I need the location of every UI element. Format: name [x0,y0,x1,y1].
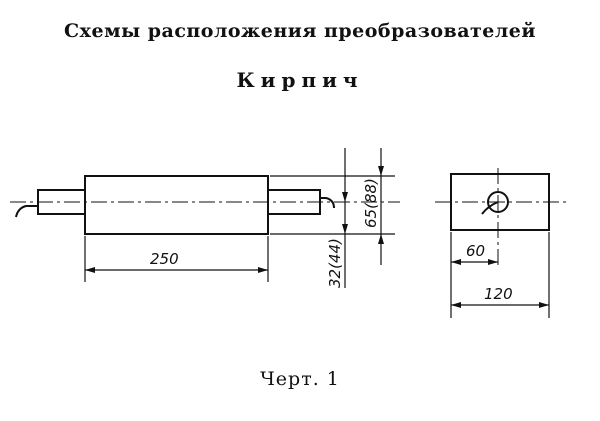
end-cable [481,201,499,215]
right-cable [320,197,335,209]
left-cable [15,205,38,218]
center-label: 60 [466,242,485,260]
width-label: 120 [484,285,513,303]
arrow-center-right [488,259,498,265]
height-label: 32(44) [326,238,344,288]
arrow-width-right [539,302,549,308]
page-title: Схемы расположения преобразователей [64,20,536,42]
arrow-right [258,267,268,273]
arrow-width-left [451,302,461,308]
figure-caption: Черт. 1 [260,368,340,390]
drawing-subtitle: Кирпич [236,68,364,92]
arrow-height-top [342,192,348,202]
arrow-total-top [378,166,384,176]
brick-side-body [84,175,269,235]
arrow-center-left [451,259,461,265]
arrow-total-bottom [378,234,384,244]
arrow-left [85,267,95,273]
length-label: 250 [150,250,179,268]
total-height-label: 65(88) [362,178,380,228]
transducer-end-view [487,191,509,213]
arrow-height-bottom [342,224,348,234]
